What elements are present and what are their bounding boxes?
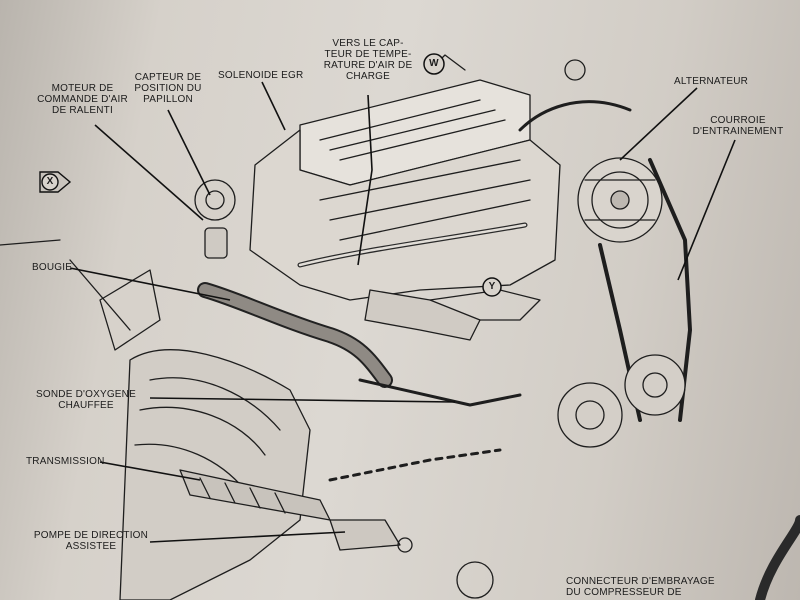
leader-moteur [94, 124, 204, 221]
leader-pompe [149, 531, 346, 543]
leader-courroie [677, 139, 736, 281]
transmission-housing [119, 349, 311, 600]
leader-sonde [149, 397, 456, 403]
leader-alternateur [619, 87, 698, 161]
label-capteur-position-papillon: CAPTEUR DE POSITION DU PAPILLON [134, 72, 202, 105]
leader-capteur [167, 109, 211, 196]
leader-bougie [69, 267, 231, 301]
marker-y [482, 277, 502, 297]
label-solenoide-egr: SOLENOIDE EGR [218, 70, 304, 81]
label-transmission: TRANSMISSION [26, 456, 105, 467]
label-courroie-entrainement: COURROIE D'ENTRAINEMENT [692, 115, 784, 137]
marker-y-letter: Y [488, 281, 496, 292]
leader-transmission [99, 461, 201, 481]
label-alternateur: ALTERNATEUR [674, 76, 749, 87]
label-connecteur-embrayage: CONNECTEUR D'EMBRAYAGE DU COMPRESSEUR DE [566, 576, 715, 598]
label-vers-capteur-temperature: VERS LE CAP- TEUR DE TEMPE- RATURE D'AIR… [323, 38, 413, 82]
marker-w-letter: W [429, 58, 439, 69]
throttle-body [194, 179, 236, 221]
crank-pulley [624, 354, 686, 416]
label-bougie: BOUGIE [32, 262, 73, 273]
marker-x [39, 171, 72, 193]
label-pompe-direction: POMPE DE DIRECTION ASSISTEE [33, 530, 149, 552]
marker-w [423, 53, 445, 75]
marker-x-letter: X [46, 176, 54, 187]
exhaust-manifold [364, 289, 481, 341]
label-sonde-oxygene: SONDE D'OXYGENE CHAUFFEE [36, 389, 136, 411]
leader-solenoide [261, 81, 286, 131]
leader-vers-capteur [357, 94, 373, 266]
power-steering-pump [557, 382, 623, 448]
oxygen-sensor-pipe [358, 378, 522, 407]
label-moteur-commande-air-ralenti: MOTEUR DE COMMANDE D'AIR DE RALENTI [37, 83, 128, 116]
